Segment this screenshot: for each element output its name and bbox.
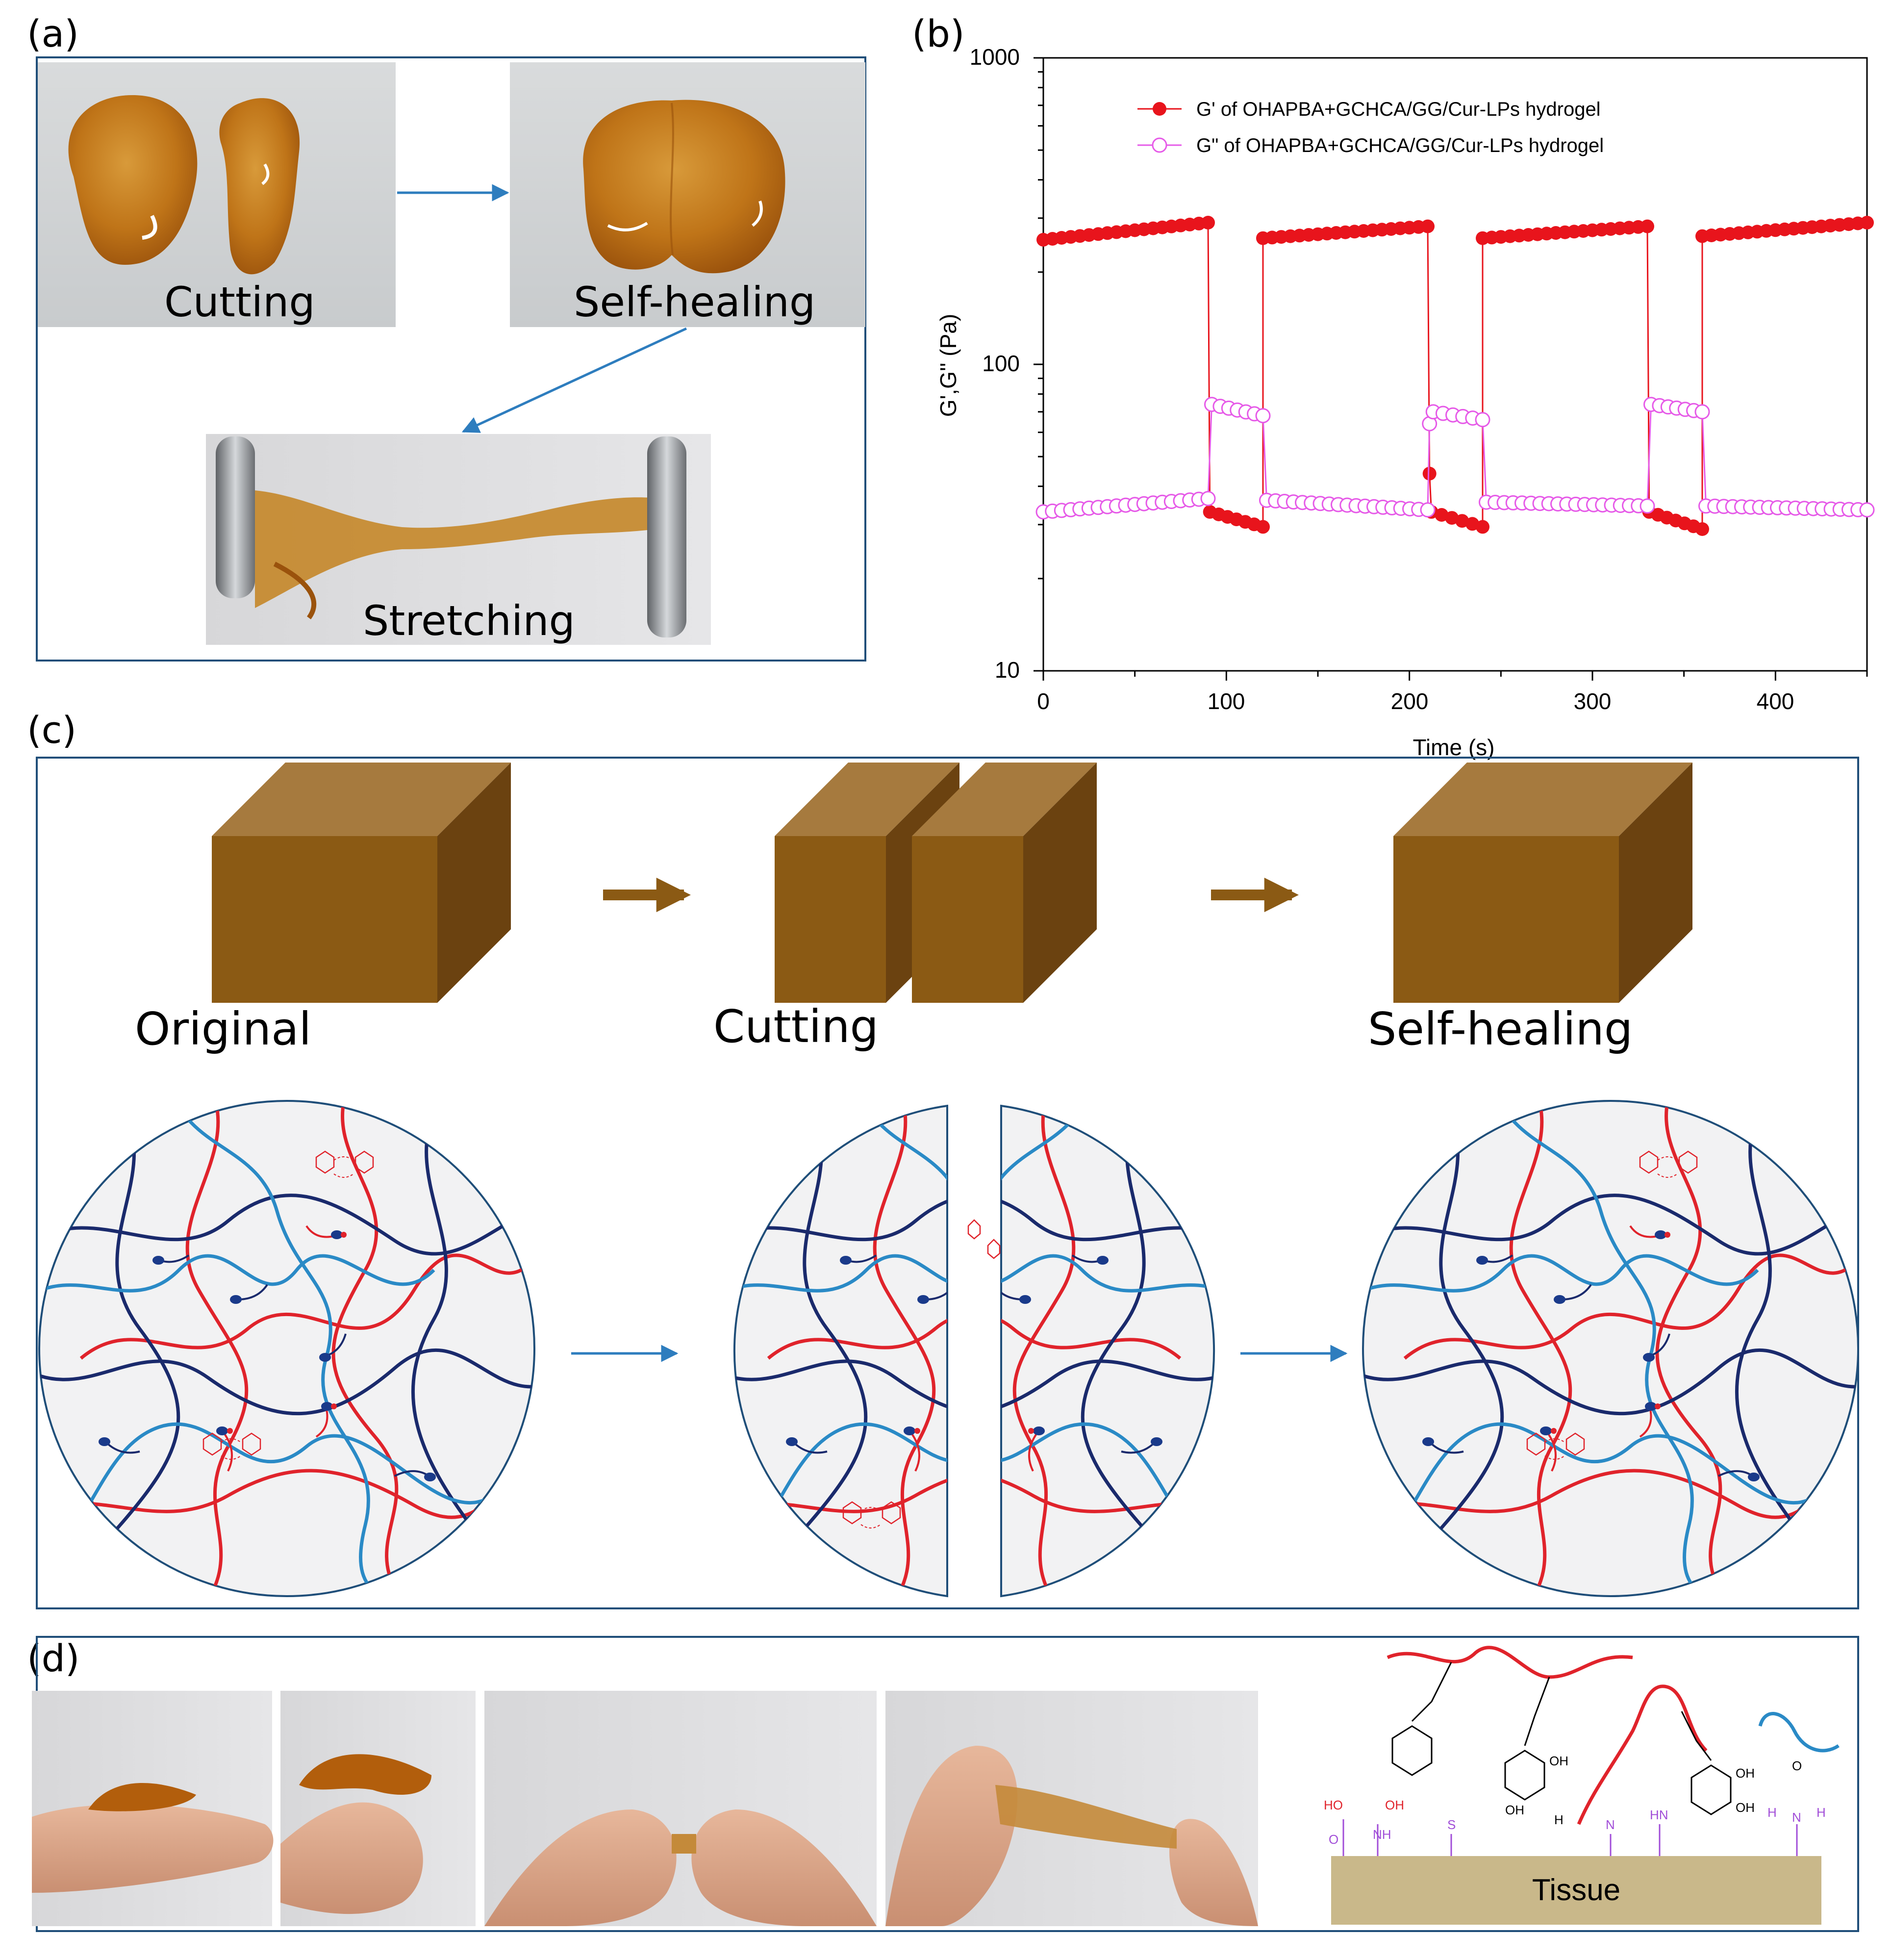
chem-label-11: OH	[1736, 1800, 1755, 1815]
panel-a: (a) Cutting Self-healing	[27, 12, 866, 662]
photo-finger-bent	[280, 1691, 476, 1926]
photo-fingertips-pinch	[484, 1691, 877, 1926]
data-point-series-1	[1640, 498, 1655, 514]
panel-a-frame	[36, 56, 866, 662]
chem-label-14: N	[1792, 1810, 1801, 1825]
data-point-series-0	[1476, 520, 1489, 534]
panel-c-frame	[36, 757, 1859, 1609]
cube-self-healing	[1393, 763, 1692, 1003]
chem-label-7: H	[1554, 1812, 1564, 1827]
chem-label-3: NH	[1373, 1827, 1391, 1842]
x-tick-300: 300	[1574, 688, 1612, 714]
panel-d: (d) Tissue	[27, 1636, 1859, 1932]
caption-original: Original	[135, 1003, 311, 1055]
data-point-series-0	[1256, 520, 1270, 534]
legend-marker-g-prime	[1153, 102, 1166, 116]
data-point-series-0	[1640, 219, 1654, 233]
caption-cutting-photo: Cutting	[164, 278, 315, 326]
data-point-series-1	[1200, 491, 1216, 507]
y-tick-100: 100	[982, 351, 1020, 376]
x-tick-labels: 0 100 200 300 400	[1037, 688, 1794, 714]
legend: G' of OHAPBA+GCHCA/GG/Cur-LPs hydrogel G…	[1137, 99, 1604, 156]
x-tick-0: 0	[1037, 688, 1050, 714]
tissue-adhesion-schematic: Tissue HO OH O	[1324, 1646, 1840, 1925]
caption-stretching-photo: Stretching	[363, 597, 575, 645]
y-tick-10: 10	[995, 657, 1020, 683]
caption-self-healing-photo: Self-healing	[574, 278, 815, 326]
data-point-series-1	[1255, 408, 1271, 424]
y-axis-label: G',G'' (Pa)	[935, 314, 961, 417]
arrow-heal-to-stretch	[461, 327, 687, 433]
panel-c: (c) Original Cutting Self-healing	[27, 708, 1859, 1609]
data-point-series-0	[1860, 216, 1874, 229]
data-point-series-1	[1475, 412, 1490, 428]
network-original	[38, 1100, 535, 1597]
chem-label-5: OH	[1549, 1754, 1568, 1768]
chem-label-4: S	[1447, 1817, 1456, 1832]
data-point-series-0	[1695, 522, 1709, 536]
chem-label-12: O	[1792, 1758, 1802, 1773]
photo-stretching: Stretching	[206, 434, 711, 645]
caption-cutting: Cutting	[713, 1000, 879, 1053]
series-line-0	[1043, 222, 1867, 531]
x-tick-200: 200	[1391, 688, 1429, 714]
x-axis-label: Time (s)	[1413, 735, 1495, 760]
y-tick-labels: 1000 100 10	[970, 44, 1020, 683]
panel-b: (b) 1000 100 10 0 100 200 300 400 Time (…	[912, 12, 1875, 760]
data-point-series-0	[1421, 219, 1435, 233]
photo-fingertips-stretch	[885, 1691, 1258, 1926]
x-tick-400: 400	[1757, 688, 1794, 714]
chem-label-2: O	[1329, 1832, 1338, 1847]
x-tick-100: 100	[1208, 688, 1245, 714]
caption-self-healing: Self-healing	[1368, 1003, 1633, 1055]
chem-label-9: HN	[1650, 1807, 1668, 1822]
photo-cutting: Cutting	[38, 62, 396, 327]
chem-label-10: OH	[1736, 1766, 1755, 1781]
cube-cutting	[775, 763, 1097, 1003]
legend-marker-g-double-prime	[1152, 137, 1167, 153]
chem-label-8: N	[1606, 1817, 1615, 1832]
data-point-series-1	[1859, 502, 1875, 518]
panel-c-letter: (c)	[27, 708, 76, 752]
data-point-series-0	[1422, 466, 1437, 481]
tissue-label: Tissue	[1532, 1873, 1620, 1907]
chem-label-1: OH	[1385, 1798, 1404, 1812]
chem-label-15: H	[1816, 1805, 1826, 1820]
legend-label-g-prime: G' of OHAPBA+GCHCA/GG/Cur-LPs hydrogel	[1196, 99, 1601, 120]
chem-label-6: OH	[1505, 1803, 1524, 1817]
series-layer	[1035, 216, 1875, 536]
cube-original	[212, 763, 511, 1003]
chem-label-13: H	[1767, 1805, 1777, 1820]
y-tick-1000: 1000	[970, 44, 1020, 70]
photo-self-healing: Self-healing	[510, 62, 865, 327]
chem-label-0: HO	[1324, 1798, 1343, 1812]
tick-marks	[1034, 57, 1868, 681]
rheology-chart: 1000 100 10 0 100 200 300 400 Time (s) G…	[935, 44, 1875, 760]
photo-finger-straight	[32, 1691, 274, 1926]
legend-label-g-double-prime: G" of OHAPBA+GCHCA/GG/Cur-LPs hydrogel	[1196, 135, 1604, 156]
data-point-series-1	[1694, 404, 1710, 420]
panel-a-letter: (a)	[27, 12, 79, 55]
panel-d-letter: (d)	[27, 1636, 80, 1680]
network-healed	[1362, 1100, 1859, 1597]
data-point-series-0	[1201, 216, 1215, 229]
data-point-series-1	[1420, 502, 1436, 518]
panel-b-letter: (b)	[912, 12, 965, 55]
tissue-block	[1331, 1856, 1821, 1925]
network-cut	[733, 1104, 1215, 1598]
